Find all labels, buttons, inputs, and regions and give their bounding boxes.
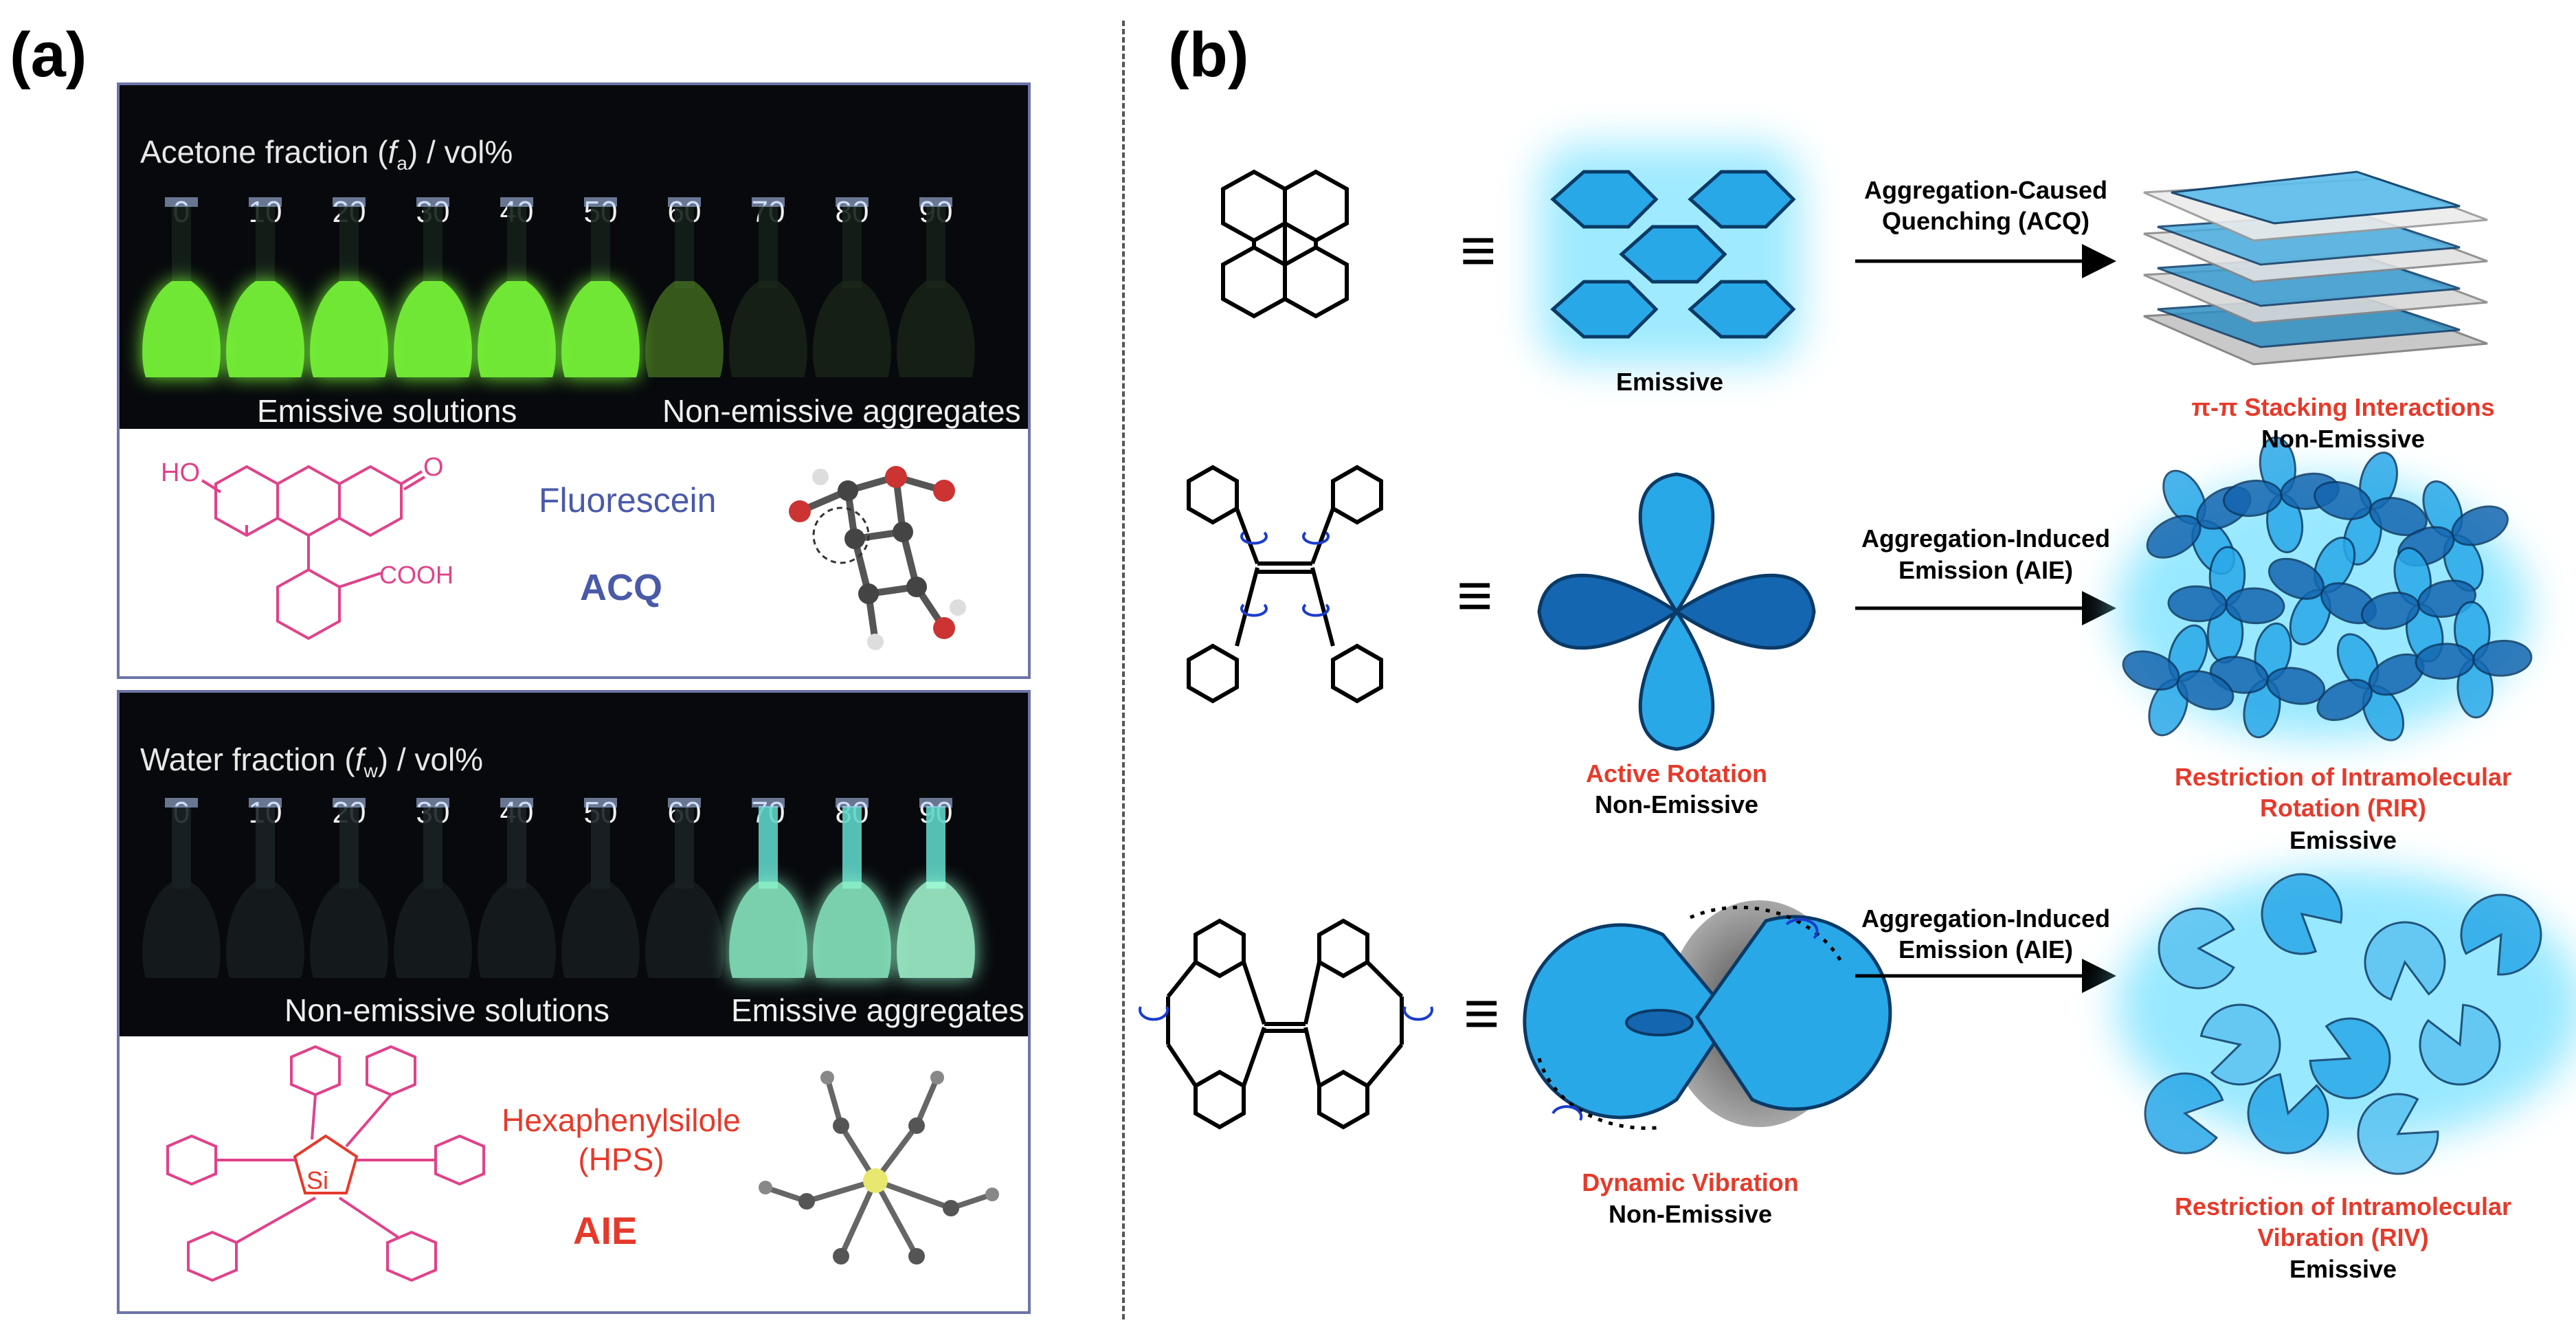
tpe-structure [1187,465,1383,704]
pacman-unit [2460,893,2542,976]
pacman-unit [2199,1003,2281,1086]
propeller-lobe [2472,640,2533,677]
acq-caption-right: Non-emissive aggregates [662,393,1021,429]
pacman-unit [2357,1093,2439,1175]
equiv-row3: ≡ [1464,979,1500,1048]
vibration-shape [1523,900,1892,1130]
o-label: O [423,453,444,482]
vial [394,798,472,978]
propeller-aggregate [2116,436,2533,742]
aie-caption-left: Non-emissive solutions [284,992,609,1028]
ho-label: HO [161,458,200,487]
perylene-structure [1221,169,1349,319]
row1-state-label: Emissive [1615,368,1724,396]
vial [310,197,388,377]
vial [310,798,388,978]
cooh-label: COOH [379,561,453,589]
vial [729,197,807,377]
propeller-lobe [2225,587,2285,625]
vial [645,798,724,978]
pacman-unit [2158,907,2235,990]
hps-name-line1: Hexaphenylsilole [502,1102,741,1138]
row2-arrow-line1: Aggregation-Induced [1861,524,2110,553]
vial [561,197,640,377]
pacman-unit [2144,1072,2224,1155]
row3-result-black: Emissive [2289,1255,2397,1283]
vial [226,197,304,377]
row2-state-red: Active Rotation [1585,759,1768,788]
row2-result-red-line2: Rotation (RIR) [2260,794,2426,822]
propeller-lobe [2451,505,2509,546]
aie-flasks [142,798,975,978]
pi-stacking-layers [2143,170,2488,366]
aie-type-label: AIE [573,1209,638,1252]
pacman-unit [2364,921,2446,1001]
aie-photo: Water fraction (fw) / vol% 0102030405060… [117,690,1031,1039]
si-label: Si [306,1166,328,1194]
row1-result-red: π-π Stacking Interactions [2191,393,2495,421]
row3-state-black: Non-Emissive [1608,1200,1773,1228]
row1-arrow-line1: Aggregation-Caused [1863,176,2108,204]
vial [645,197,724,377]
vial [478,798,556,978]
row3-arrow-line1: Aggregation-Induced [1861,904,2110,933]
vial [142,798,221,978]
vial [561,798,640,978]
vibration-aggregate [2116,869,2576,1175]
row3-arrow-line2: Emission (AIE) [1898,935,2074,964]
vial [394,197,472,377]
pacman-unit [2309,1017,2391,1100]
hps-structure: Si [166,1045,485,1282]
emissive-hexagon-cluster [1539,144,1800,364]
pacman-unit [2247,1073,2329,1155]
pacman-unit [2261,873,2343,955]
vibration-arrows [1139,1006,1433,1021]
aie-photo-title: Water fraction (fw) / vol% [140,742,484,782]
fluorescein-structure: HO O COOH [161,453,453,641]
hps-ball-model [759,1071,999,1265]
row2-arrow-line2: Emission (AIE) [1898,556,2074,584]
row3-result-red-line1: Restriction of Intramolecular [2174,1192,2512,1221]
propeller-lobe [2167,585,2228,623]
panel-a-label: (a) [10,20,87,90]
vial [813,197,891,377]
row1-arrow-line2: Quenching (ACQ) [1882,207,2090,235]
propeller-shape [1537,472,1816,751]
propeller-lobe [2176,670,2235,711]
row3-result-red-line2: Vibration (RIV) [2257,1223,2429,1251]
propeller-lobe [2368,497,2428,536]
row1-result-black: Non-Emissive [2261,425,2426,453]
acq-photo: Acetone fraction (fa) / vol% 01020304050… [117,82,1031,432]
acq-photo-title: Acetone fraction (fa) / vol% [140,134,513,175]
hps-name-line2: (HPS) [578,1142,664,1177]
fluorescein-ball-model [789,466,966,650]
acq-flasks [142,197,975,377]
acq-chem-box: HO O COOH Fluorescein ACQ [117,429,1031,679]
aie-chem-box: Si Hexaphenylsilole (HPS) AIE [117,1036,1031,1314]
pacman-unit [2419,1003,2501,1086]
vial [897,798,975,978]
vial [478,197,556,377]
panel-divider [1122,21,1125,1320]
acq-caption-left: Emissive solutions [257,393,517,429]
equiv-row2: ≡ [1457,561,1493,630]
fluorescein-name: Fluorescein [539,481,717,520]
panel-b-label: (b) [1168,20,1249,90]
aie-caption-right: Emissive aggregates [731,992,1024,1028]
row2-result-black: Emissive [2289,826,2397,854]
row2-result-red-line1: Restriction of Intramolecular [2174,763,2512,791]
vial [226,798,304,978]
rotation-arrows [1240,531,1330,617]
row3-state-red: Dynamic Vibration [1582,1168,1799,1196]
equiv-row1: ≡ [1460,216,1497,285]
dibenzo-structure [1166,918,1404,1130]
vial [729,798,807,978]
vial [897,197,975,377]
acq-type-label: ACQ [580,567,662,608]
vial [813,798,891,978]
propeller-lobe [2266,667,2326,705]
row2-state-black: Non-Emissive [1594,790,1759,819]
vial [142,197,221,377]
